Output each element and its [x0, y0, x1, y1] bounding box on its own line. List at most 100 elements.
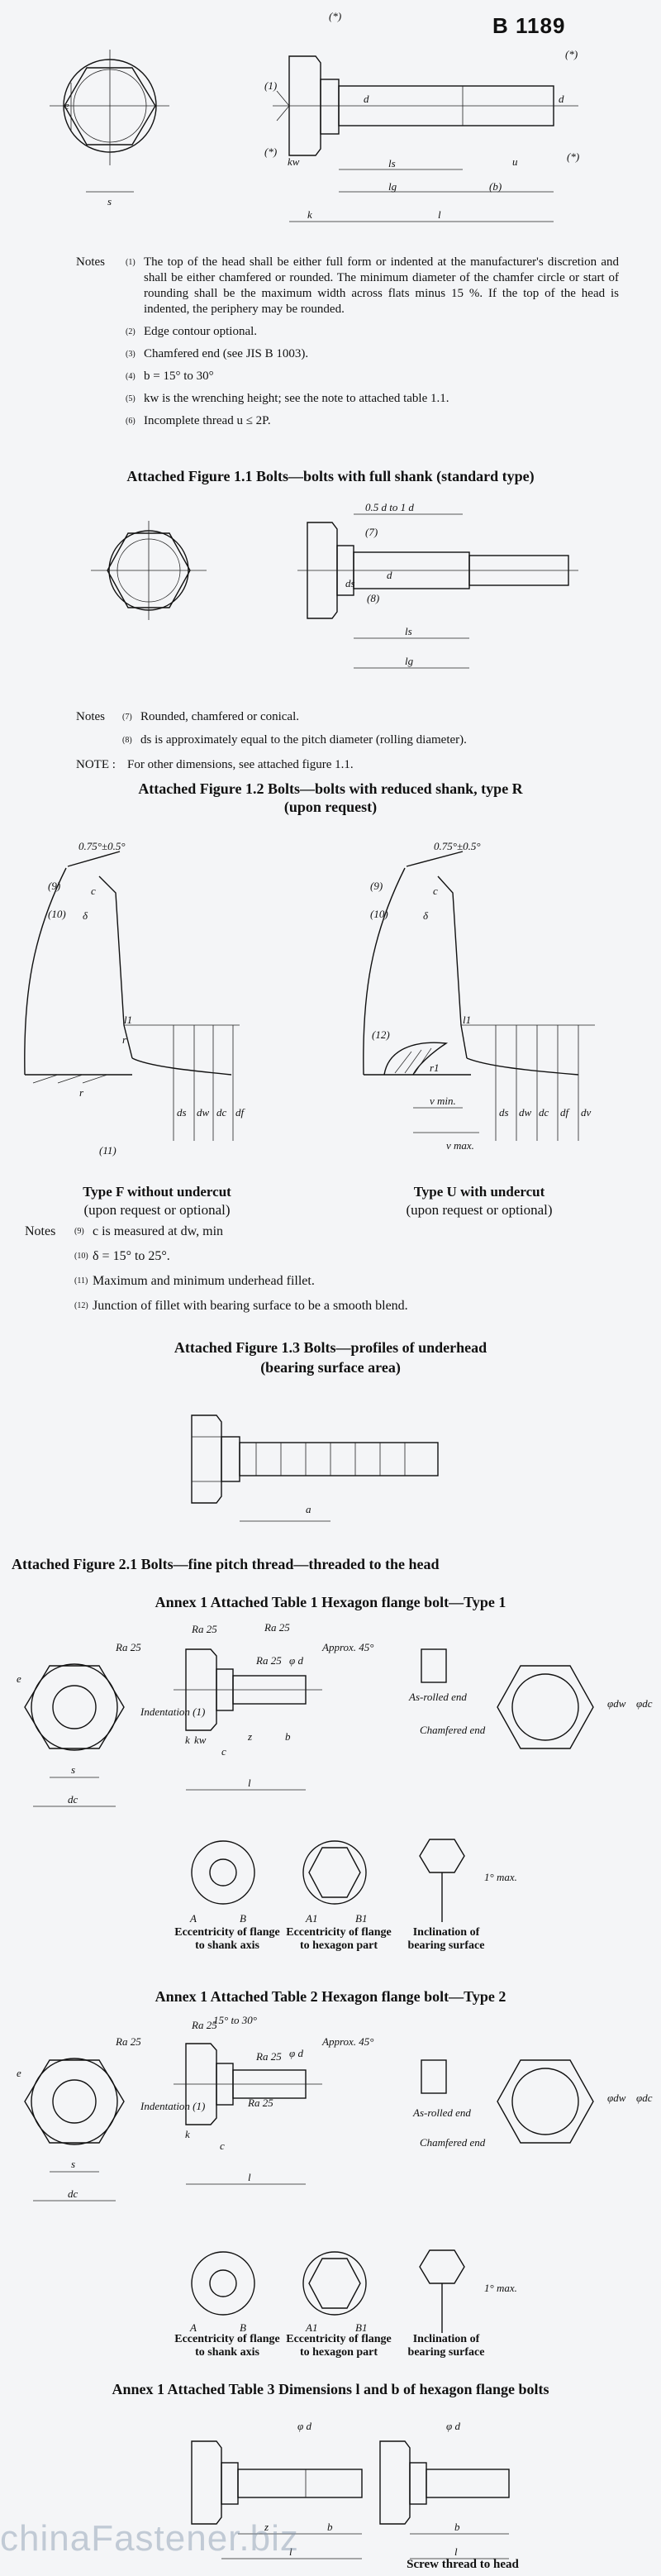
- svg-text:A1: A1: [305, 1912, 317, 1925]
- svg-text:z: z: [247, 1730, 252, 1743]
- screw-thread-label: Screw thread to head: [407, 2558, 519, 2571]
- dim-a: a: [306, 1503, 311, 1515]
- svg-text:r1: r1: [430, 1061, 440, 1074]
- table-2-ecc1: Eccentricity of flange to shank axis: [174, 2333, 280, 2359]
- note-item: (10)δ = 15° to 25°.: [74, 1249, 170, 1263]
- svg-text:l1: l1: [124, 1014, 132, 1026]
- svg-text:dc: dc: [216, 1106, 227, 1119]
- svg-text:B1: B1: [355, 2321, 367, 2334]
- svg-text:As-rolled end: As-rolled end: [408, 1691, 467, 1703]
- notes-label: Notes: [25, 1224, 56, 1238]
- svg-text:δ: δ: [83, 909, 88, 922]
- svg-text:φ d: φ d: [289, 2047, 303, 2059]
- svg-text:dw: dw: [519, 1106, 532, 1119]
- svg-text:φ d: φ d: [289, 1654, 303, 1667]
- svg-text:(10): (10): [48, 908, 66, 920]
- figure-1-1-drawing: 0.5 d to 1 d ls lg ds d (7) (8): [91, 501, 578, 669]
- figure-1-2-drawing: 0.75°±0.5° (9) (10) c δ l1 r r (11) ds d…: [24, 840, 595, 1157]
- svg-text:φ d: φ d: [446, 2420, 460, 2432]
- notes-label: Notes: [76, 255, 105, 269]
- svg-text:l: l: [289, 2545, 292, 2558]
- svg-text:A: A: [189, 2321, 197, 2334]
- svg-text:v max.: v max.: [446, 1139, 474, 1152]
- svg-text:As-rolled end: As-rolled end: [412, 2106, 471, 2119]
- table-2-drawing: e s dc Ra 25 l Ra 25 15° to 30° Ra 25 Ra…: [17, 2014, 653, 2334]
- svg-text:φ d: φ d: [297, 2420, 311, 2432]
- figure-1-3-drawing: a: [191, 1414, 439, 1522]
- svg-text:df: df: [235, 1106, 246, 1119]
- svg-text:d: d: [559, 93, 564, 105]
- figure-2-1-caption: Attached Figure 2.1 Bolts—fine pitch thr…: [12, 1556, 440, 1572]
- svg-text:1° max.: 1° max.: [484, 1871, 517, 1883]
- note-item: (2)Edge contour optional.: [126, 325, 258, 338]
- note-text: For other dimensions, see attached figur…: [127, 758, 354, 771]
- svg-text:b: b: [327, 2521, 333, 2533]
- figure-1-3-caption: Attached Figure 1.3 Bolts—profiles of un…: [174, 1339, 487, 1356]
- note-item: (11)Maximum and minimum underhead fillet…: [74, 1274, 315, 1288]
- svg-text:φdw: φdw: [607, 2092, 626, 2104]
- svg-text:b: b: [285, 1730, 291, 1743]
- figure-1-1-caption: Attached Figure 1.1 Bolts—bolts with ful…: [126, 468, 535, 484]
- svg-text:dv: dv: [581, 1106, 592, 1119]
- svg-text:B: B: [240, 2321, 246, 2334]
- svg-text:φdc: φdc: [636, 2092, 653, 2104]
- svg-text:1° max.: 1° max.: [484, 2282, 517, 2294]
- svg-text:r: r: [79, 1086, 84, 1099]
- svg-text:Ra 25: Ra 25: [264, 1621, 290, 1634]
- svg-text:l: l: [454, 2545, 458, 2558]
- table-3-drawing: φ d z b l φ d b l: [191, 2420, 510, 2559]
- svg-text:(*): (*): [565, 48, 578, 60]
- svg-text:v min.: v min.: [430, 1095, 456, 1107]
- svg-text:φdw: φdw: [607, 1697, 626, 1710]
- svg-text:Ra 25: Ra 25: [191, 2019, 217, 2031]
- standard-code: B 1189: [492, 13, 566, 38]
- svg-text:df: df: [560, 1106, 571, 1119]
- table-1-ecc1: Eccentricity of flange to shank axis: [174, 1926, 280, 1952]
- type-u-subtitle: (upon request or optional): [406, 1202, 553, 1218]
- svg-text:l: l: [248, 2171, 251, 2183]
- figure-1-3-caption-sub: (bearing surface area): [260, 1359, 401, 1376]
- svg-text:(*): (*): [264, 145, 277, 158]
- svg-text:l: l: [248, 1777, 251, 1789]
- svg-text:(8): (8): [367, 592, 379, 604]
- table-1-incl: Inclination of bearing surface: [407, 1926, 485, 1952]
- svg-text:e: e: [17, 2067, 21, 2079]
- svg-text:B: B: [240, 1912, 246, 1925]
- svg-text:z: z: [264, 2521, 269, 2533]
- note-item: (5)kw is the wrenching height; see the n…: [126, 392, 449, 405]
- note-label: NOTE :: [76, 758, 116, 771]
- svg-text:0.75°±0.5°: 0.75°±0.5°: [78, 840, 126, 852]
- svg-text:φdc: φdc: [636, 1697, 653, 1710]
- svg-text:ds: ds: [499, 1106, 509, 1119]
- table-2-caption: Annex 1 Attached Table 2 Hexagon flange …: [155, 1988, 506, 2005]
- svg-text:c: c: [433, 885, 438, 897]
- svg-text:ls: ls: [388, 157, 396, 169]
- svg-text:ds: ds: [345, 577, 355, 589]
- svg-text:Chamfered end: Chamfered end: [420, 1724, 486, 1736]
- watermark: chinaFastener.biz: [0, 2518, 299, 2559]
- figure-1-2-caption-sub: (upon request): [283, 799, 378, 815]
- table-1-drawing: e s dc Ra 25 l Ra 25 Ra 25 Ra 25 φ d App…: [17, 1621, 653, 1925]
- svg-text:e: e: [17, 1672, 21, 1685]
- svg-text:u: u: [512, 155, 518, 168]
- svg-text:s: s: [107, 195, 112, 208]
- note-item: (9)c is measured at dw, min: [74, 1224, 224, 1238]
- svg-text:Ra 25: Ra 25: [247, 2097, 273, 2109]
- svg-text:kw: kw: [288, 155, 300, 168]
- svg-text:A1: A1: [305, 2321, 317, 2334]
- table-1-ecc2: Eccentricity of flange to hexagon part: [286, 1926, 392, 1952]
- svg-text:dw: dw: [197, 1106, 210, 1119]
- table-3-caption: Annex 1 Attached Table 3 Dimensions l an…: [112, 2381, 549, 2397]
- svg-text:δ: δ: [423, 909, 429, 922]
- svg-text:d: d: [387, 569, 392, 581]
- svg-text:Ra 25: Ra 25: [255, 1654, 282, 1667]
- svg-text:kw: kw: [194, 1734, 207, 1746]
- table-2-incl: Inclination of bearing surface: [407, 2333, 485, 2359]
- svg-text:(12): (12): [372, 1028, 390, 1041]
- svg-text:k: k: [185, 1734, 190, 1746]
- svg-text:c: c: [91, 885, 96, 897]
- svg-text:dc: dc: [68, 1793, 78, 1806]
- svg-text:Indentation (1): Indentation (1): [140, 1705, 205, 1718]
- svg-text:(1): (1): [264, 79, 277, 92]
